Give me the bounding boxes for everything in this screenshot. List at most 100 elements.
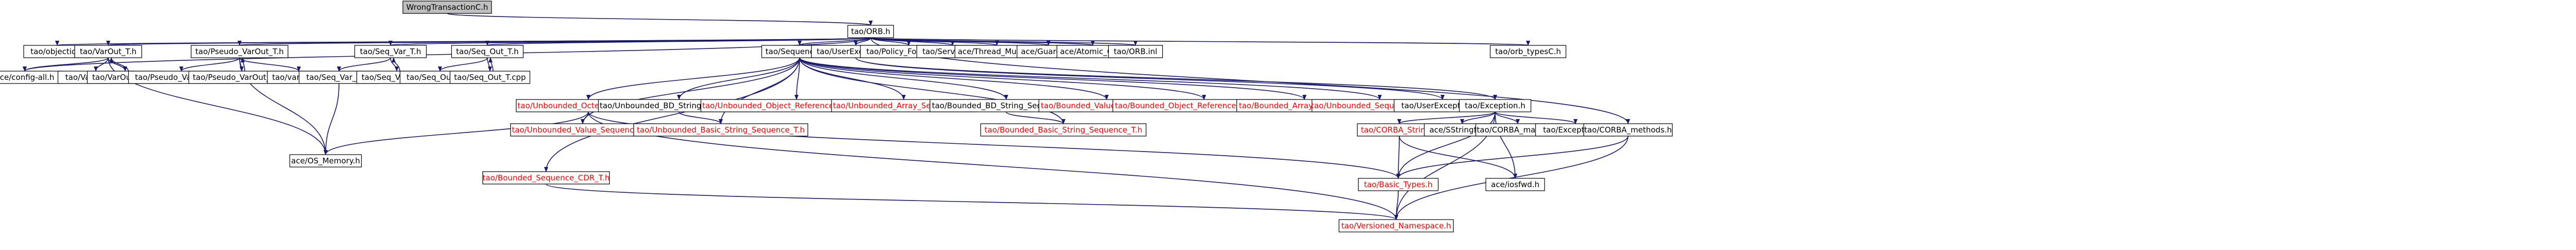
node-box: [1485, 178, 1545, 191]
node-box: [1459, 99, 1532, 112]
edge-userexc-to-userexcinl: [855, 57, 1445, 100]
node-label: tao/Pseudo_VarOut_T.h: [195, 47, 284, 57]
node-label: tao/VarOut_T.h: [80, 47, 137, 57]
edge-cstring-to-btypes: [1396, 136, 1401, 179]
node-tao-seq-out-t-cpp[interactable]: tao/Seq_Out_T.cpp: [449, 71, 531, 84]
edge-bbd-to-bbstr: [1006, 111, 1065, 124]
edge-uoct-to-btypes: [588, 111, 1400, 179]
edge-wt-to-corba: [447, 13, 873, 26]
edge-seq-to-ucdr: [799, 57, 1382, 100]
edge-corba-to-orbinl: [870, 37, 1138, 46]
edge-exc-to-cmacros: [1495, 111, 1520, 124]
node-box: [510, 123, 655, 137]
node-box: [633, 123, 808, 137]
node-tao-varout-t-h[interactable]: tao/VarOut_T.h: [74, 45, 142, 58]
edge-corba-to-cfg: [23, 37, 871, 72]
node-box: [980, 123, 1147, 137]
node-box: [191, 45, 289, 58]
edge-exc-to-excinl: [1495, 111, 1578, 124]
node-label: tao/Basic_Types.h: [1364, 180, 1432, 190]
edge-seqout-to-seqout_cpp: [487, 57, 492, 72]
node-tao-versioned-namespace-h[interactable]: tao/Versioned_Namespace.h: [1338, 219, 1454, 232]
node-tao-seq-out-t-h[interactable]: tao/Seq_Out_T.h: [451, 45, 524, 58]
edge-seqvar-to-seqvar_inl: [337, 57, 391, 72]
node-box: [847, 25, 894, 38]
edge-seqout-to-seqout_inl: [438, 57, 488, 72]
edge-seqout_cpp-to-seqout: [488, 57, 494, 72]
node-label: ace/config-all.h: [0, 73, 54, 82]
node-ace-iosfwd-h[interactable]: ace/iosfwd.h: [1485, 178, 1545, 191]
edge-seq-to-barr: [799, 57, 1307, 100]
node-tao-exception-h[interactable]: tao/Exception.h: [1459, 99, 1532, 112]
edge-seq-to-bcdr: [544, 57, 800, 172]
node-label: tao/Seq_Out_T.h: [456, 47, 518, 57]
node-tao-orb-inl[interactable]: tao/ORB.inl: [1108, 45, 1163, 58]
edge-corba-to-userexc: [854, 37, 871, 46]
node-label: ace/Thread_Mutex.h: [958, 47, 1036, 57]
edge-seqvar_inl-to-osmem: [324, 83, 340, 155]
node-tao-orb-h[interactable]: tao/ORB.h: [847, 25, 894, 38]
edge-pvar-to-varbase: [239, 57, 301, 72]
node-label: WrongTransactionC.h: [406, 3, 488, 12]
edge-exc-to-cstring: [1397, 111, 1496, 124]
node-label: tao/Unbounded_Value_Sequence_T.h: [512, 125, 653, 135]
node-box: [0, 71, 63, 84]
edge-varout-to-cfg: [23, 57, 109, 72]
node-label: tao/Seq_Out_T.cpp: [454, 73, 526, 82]
edge-varout_cpp-to-varout: [109, 57, 129, 72]
node-layer: WrongTransactionC.h tao/ORB.h ace/config-a…: [0, 1, 1673, 232]
node-box: [1489, 45, 1567, 58]
edge-corba-to-pvar: [238, 37, 871, 46]
node-ace-config-all-h[interactable]: ace/config-all.h: [0, 71, 63, 84]
node-tao-seq-var-t-h[interactable]: tao/Seq_Var_T.h: [354, 45, 427, 58]
node-label: tao/CORBA_String.h: [1361, 125, 1437, 135]
edge-exc-to-iosfwd: [1495, 111, 1517, 179]
node-tao-basic-types-h[interactable]: tao/Basic_Types.h: [1358, 178, 1439, 191]
edge-seq-to-uobj: [794, 57, 800, 100]
node-label: tao/Bounded_Basic_String_Sequence_T.h: [985, 125, 1142, 135]
edge-exc-to-btypes: [1396, 111, 1496, 179]
node-label: tao/Bounded_Sequence_CDR_T.h: [483, 173, 610, 183]
node-label: tao/Seq_Var_T.inl: [306, 73, 371, 82]
node-tao-pseudo-varout-t-h[interactable]: tao/Pseudo_VarOut_T.h: [191, 45, 289, 58]
edge-uoct-to-osmem: [324, 111, 589, 155]
edge-userexc-to-exc: [855, 57, 1497, 100]
node-wrongtransactionc-h[interactable]: WrongTransactionC.h: [402, 1, 492, 14]
node-label: tao/CORBA_methods.h: [1584, 125, 1672, 135]
node-label: tao/ORB.h: [851, 27, 890, 36]
node-tao-orb-typesc-h[interactable]: tao/orb_typesC.h: [1489, 45, 1567, 58]
node-tao-bounded-basic-string-sequence-t-h[interactable]: tao/Bounded_Basic_String_Sequence_T.h: [980, 123, 1147, 137]
edge-exc-to-sstr: [1460, 111, 1496, 124]
node-box: [1583, 123, 1673, 137]
edge-btypes-to-versioned: [1394, 190, 1399, 220]
edge-varout-to-varout_inl: [94, 57, 109, 72]
edge-corba-to-policy: [870, 37, 911, 46]
node-label: tao/Versioned_Namespace.h: [1341, 221, 1451, 231]
node-label: tao/Unbounded_Basic_String_Sequence_T.h: [637, 125, 805, 135]
node-label: tao/Pseudo_VarOut_T.cpp: [193, 73, 290, 82]
edge-cstring-to-iosfwd: [1399, 136, 1517, 179]
node-label: ace/iosfwd.h: [1491, 180, 1539, 189]
node-label: ace/OS_Memory.h: [291, 156, 360, 166]
edge-corba-to-varout: [107, 37, 871, 46]
edge-ubd-to-ubstr: [679, 111, 723, 124]
node-box: [402, 1, 492, 14]
edge-seq-to-bval: [799, 57, 1109, 100]
edge-pvar-to-pvar_inl: [179, 57, 240, 72]
edge-seq-to-bobj: [799, 57, 1206, 100]
node-tao-unbounded-basic-string-sequence-t-h[interactable]: tao/Unbounded_Basic_String_Sequence_T.h: [633, 123, 808, 137]
node-box: [451, 45, 524, 58]
edge-seq-to-uval: [581, 57, 800, 124]
node-box: [354, 45, 427, 58]
node-box: [1338, 219, 1454, 232]
node-box: [74, 45, 142, 58]
edge-seq-to-uoct: [586, 57, 800, 100]
node-tao-unbounded-value-sequence-t-h[interactable]: tao/Unbounded_Value_Sequence_T.h: [510, 123, 655, 137]
node-tao-corba-methods-h[interactable]: tao/CORBA_methods.h: [1583, 123, 1673, 137]
node-box: [289, 154, 362, 168]
node-ace-os-memory-h[interactable]: ace/OS_Memory.h: [289, 154, 362, 168]
node-tao-bounded-sequence-cdr-t-h[interactable]: tao/Bounded_Sequence_CDR_T.h: [482, 171, 610, 185]
edge-seq-to-bbd: [799, 57, 1008, 100]
edge-bcdr-to-versioned: [546, 184, 1398, 220]
